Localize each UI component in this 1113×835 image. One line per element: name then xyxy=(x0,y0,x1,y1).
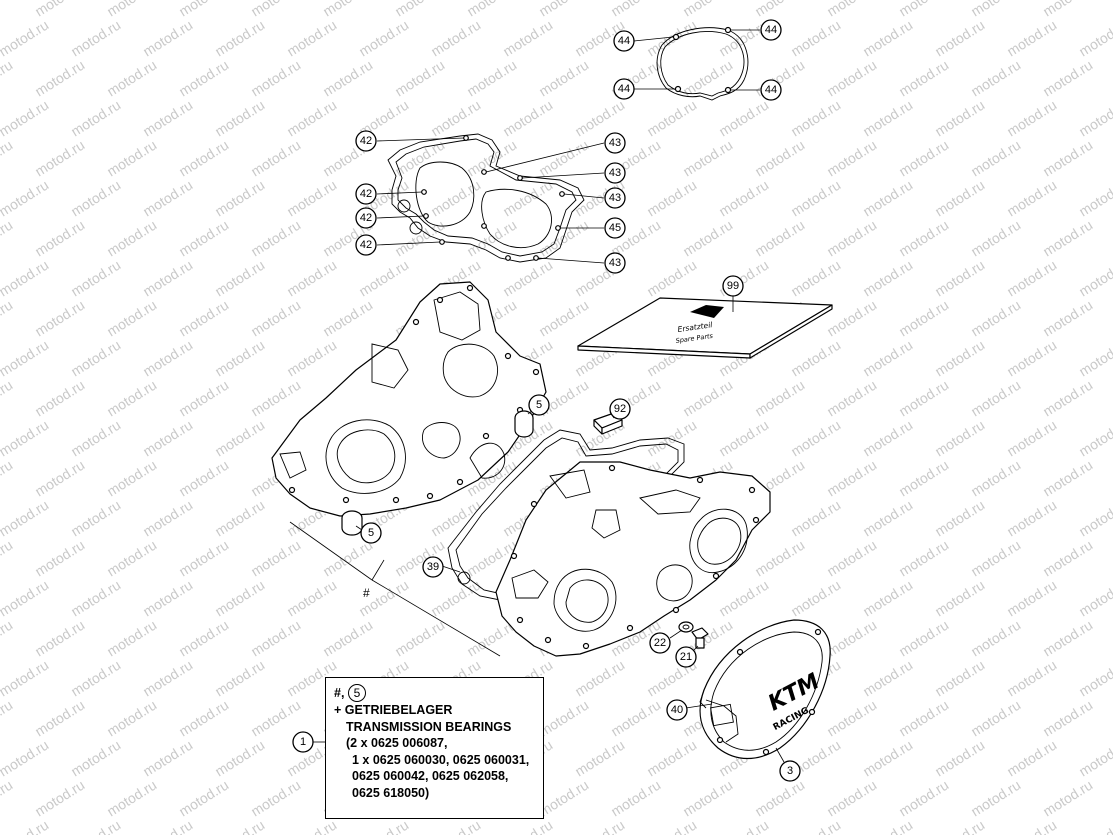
svg-text:43: 43 xyxy=(609,137,621,149)
svg-text:5: 5 xyxy=(536,399,542,411)
svg-text:43: 43 xyxy=(609,257,621,269)
svg-text:39: 39 xyxy=(427,561,439,573)
callout-42-4: 42 xyxy=(355,234,377,256)
note-line-6: 0625 618050) xyxy=(352,785,430,800)
svg-text:1: 1 xyxy=(300,736,306,748)
callout-44-top-right: 44 xyxy=(760,19,782,41)
callout-39: 39 xyxy=(422,556,444,578)
svg-text:42: 42 xyxy=(360,239,372,251)
note-line-0: #, 5 xyxy=(334,684,535,702)
bearing-5-upper xyxy=(514,410,534,438)
callout-42-3: 42 xyxy=(355,207,377,229)
washer-22 xyxy=(678,621,694,633)
svg-text:44: 44 xyxy=(765,24,777,36)
parts-note-box: #, 5 + GETRIEBELAGER TRANSMISSION BEARIN… xyxy=(325,677,544,819)
svg-text:42: 42 xyxy=(360,212,372,224)
callout-45: 45 xyxy=(604,217,626,239)
svg-text:44: 44 xyxy=(618,35,630,47)
callout-43-1: 43 xyxy=(604,132,626,154)
svg-text:44: 44 xyxy=(618,83,630,95)
svg-text:42: 42 xyxy=(360,188,372,200)
svg-text:92: 92 xyxy=(614,403,626,415)
ignition-cover: KTM RACING xyxy=(699,619,831,759)
left-crankcase xyxy=(271,281,547,517)
svg-text:43: 43 xyxy=(609,167,621,179)
callout-43-3: 43 xyxy=(604,187,626,209)
callout-5-upper: 5 xyxy=(528,394,550,416)
callout-44-bottom-left: 44 xyxy=(613,78,635,100)
note-line-1: + GETRIEBELAGER xyxy=(334,703,453,717)
hash-label: # xyxy=(363,586,370,600)
spare-parts-manual: Ersatzteil Spare Parts xyxy=(577,297,833,359)
callout-5-lower: 5 xyxy=(360,522,382,544)
right-crankcase xyxy=(495,461,771,657)
callout-44-bottom-right: 44 xyxy=(760,79,782,101)
svg-text:99: 99 xyxy=(727,280,739,292)
svg-text:44: 44 xyxy=(765,84,777,96)
callout-43-2: 43 xyxy=(604,162,626,184)
svg-text:5: 5 xyxy=(368,527,374,539)
callout-21: 21 xyxy=(675,646,697,668)
callout-42-1: 42 xyxy=(355,130,377,152)
note-line-5: 0625 060042, 0625 062058, xyxy=(352,769,509,783)
callout-22: 22 xyxy=(649,632,671,654)
svg-text:22: 22 xyxy=(654,637,666,649)
callout-40: 40 xyxy=(666,699,688,721)
note-hash: #, xyxy=(334,686,345,700)
svg-text:43: 43 xyxy=(609,192,621,204)
note-line-2: TRANSMISSION BEARINGS xyxy=(346,719,512,734)
callout-42-2: 42 xyxy=(355,183,377,205)
callout-43-4: 43 xyxy=(604,252,626,274)
note-circle-num: 5 xyxy=(347,684,366,702)
callout-3: 3 xyxy=(779,760,801,782)
svg-text:40: 40 xyxy=(671,704,683,716)
note-line-4: 1 x 0625 060030, 0625 060031, xyxy=(352,752,530,767)
callout-99: 99 xyxy=(722,275,744,297)
note-line-3: (2 x 0625 006087, xyxy=(346,736,448,750)
callout-1: 1 xyxy=(292,731,314,753)
gasket-44 xyxy=(656,26,749,101)
callout-92: 92 xyxy=(609,398,631,420)
svg-text:3: 3 xyxy=(787,765,793,777)
svg-text:42: 42 xyxy=(360,135,372,147)
hash-bracket xyxy=(289,521,501,657)
callout-44-top-left: 44 xyxy=(613,30,635,52)
drain-screw-21 xyxy=(691,627,709,649)
bearing-5-lower xyxy=(341,510,363,536)
svg-text:21: 21 xyxy=(680,651,692,663)
svg-text:45: 45 xyxy=(609,222,621,234)
